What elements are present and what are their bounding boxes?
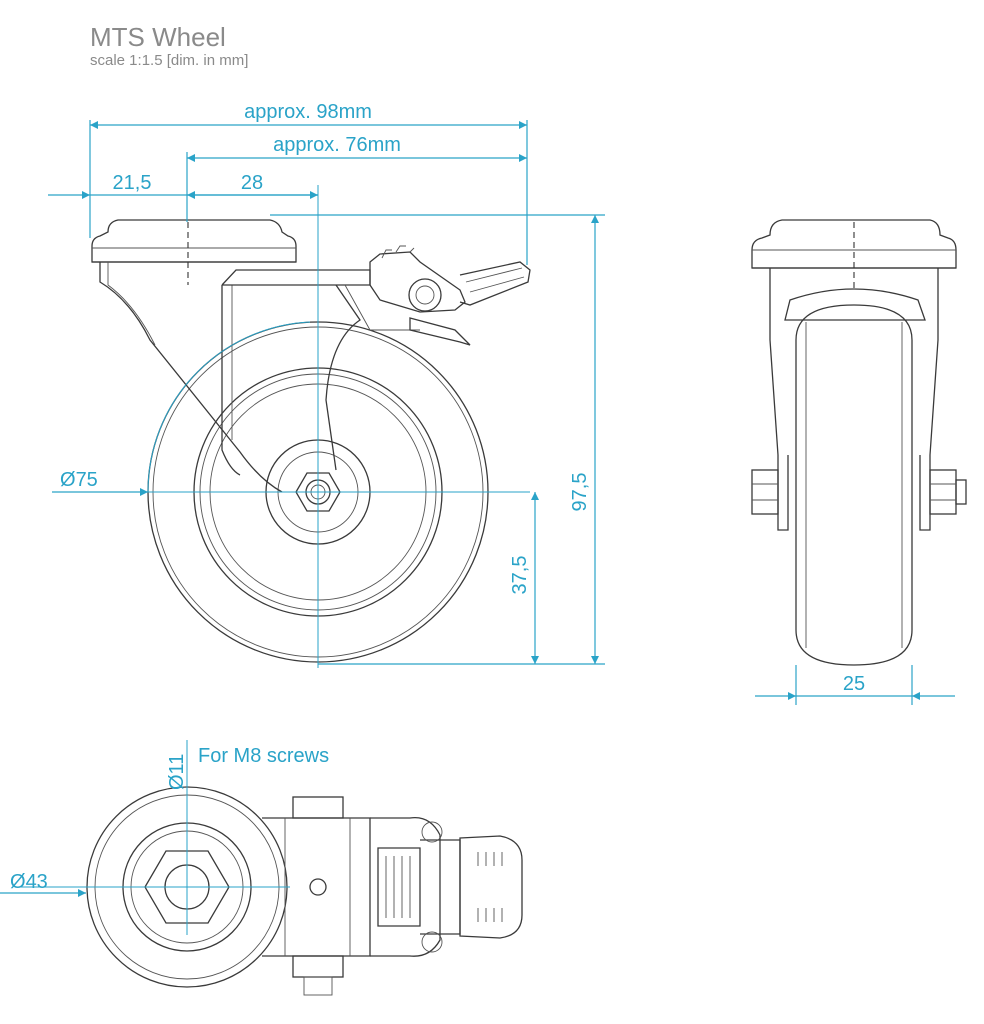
- dim-label-top-diameter: Ø43: [10, 871, 48, 893]
- front-view: 25: [751, 219, 967, 705]
- top-plate: [91, 219, 297, 263]
- front-top-plate: [751, 219, 957, 269]
- fork-top-body: [221, 269, 371, 286]
- dim-label-total-height: 97,5: [569, 473, 591, 512]
- top-view: Ø11 For M8 screws Ø43: [0, 740, 523, 996]
- diameter-symbol: Ø: [60, 469, 76, 491]
- wheel-diameter-value: 75: [76, 469, 98, 491]
- axle-end-bottom: [292, 955, 344, 978]
- axle-nut-side: [929, 469, 957, 515]
- fork-back-edge: [221, 285, 241, 476]
- front-fork-crown: [784, 288, 926, 321]
- swivel-rivet: [309, 878, 327, 896]
- front-fork-left: [769, 268, 789, 531]
- drawing-title: MTS Wheel: [90, 22, 226, 52]
- brake-pivot-bottom: [421, 931, 443, 953]
- fork-front-edge: [99, 262, 283, 493]
- brake-housing: [370, 816, 441, 957]
- release-lever: [459, 835, 523, 939]
- dim-label-wheel-width: 25: [843, 673, 865, 695]
- axle-bolt-end: [955, 479, 967, 505]
- dim-label-wheel-diameter: Ø75: [60, 469, 98, 491]
- axle-end-top: [292, 796, 344, 819]
- fork-rear-arm: [325, 284, 361, 471]
- bolt-hole-diameter-symbol: Ø: [166, 774, 188, 790]
- dim-label-bolt-hole: Ø11: [166, 754, 188, 790]
- side-view: approx. 98mm approx. 76mm 21,5 28 Ø75 97…: [48, 101, 605, 668]
- axle-bolt-head: [751, 469, 779, 515]
- drawing-subtitle: scale 1:1.5 [dim. in mm]: [90, 52, 249, 69]
- brake-pedal-pad: [377, 847, 421, 927]
- dim-label-overall-length: approx. 98mm: [244, 101, 372, 123]
- front-wheel: [795, 304, 913, 666]
- screw-note: For M8 screws: [198, 745, 329, 767]
- fork-front-inner: [107, 262, 156, 346]
- brake-lever: [369, 245, 531, 346]
- axle-end-bottom-tip: [303, 976, 333, 996]
- dim-label-bolt-offset: 21,5: [113, 172, 152, 194]
- front-fork-right: [919, 268, 939, 531]
- dim-label-reach: approx. 76mm: [273, 134, 401, 156]
- diameter-arc: [147, 321, 311, 493]
- dim-label-axle-height: 37,5: [509, 556, 531, 595]
- dim-label-swivel-offset: 28: [241, 172, 263, 194]
- bolt-hole-diameter-value: 11: [166, 754, 188, 775]
- fork-rear-arm-inner: [344, 284, 420, 331]
- brake-pivot-top: [421, 821, 443, 843]
- top-diameter-value: 43: [26, 871, 48, 893]
- top-diameter-symbol: Ø: [10, 871, 26, 893]
